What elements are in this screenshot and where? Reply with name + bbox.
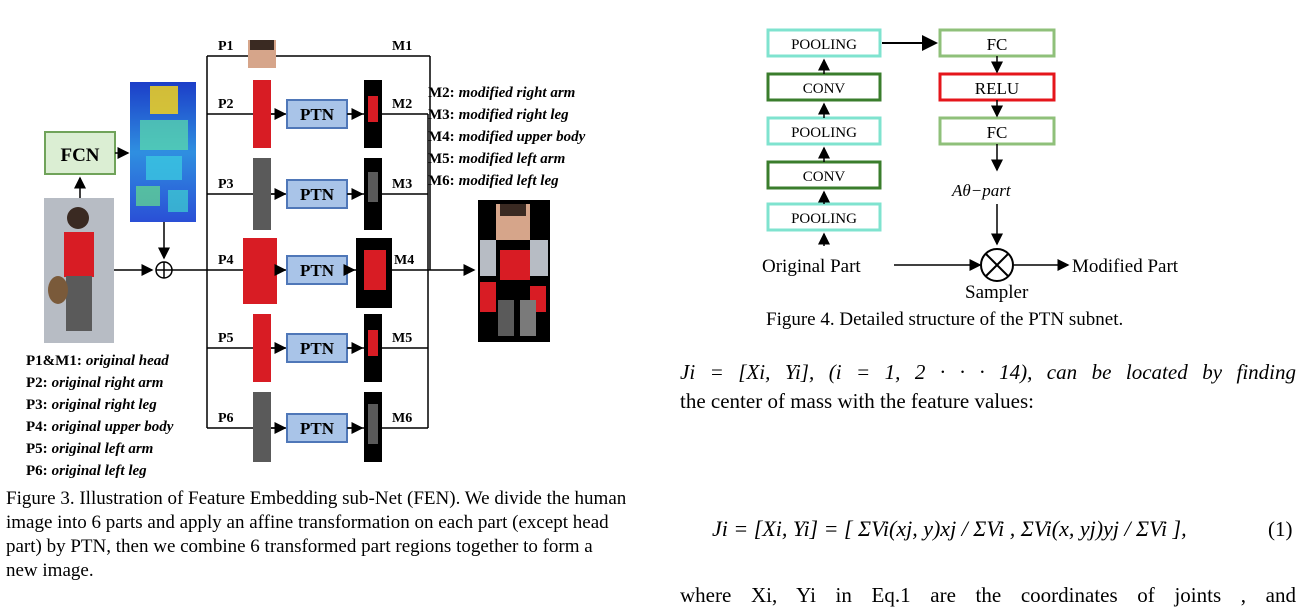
- ptn-label-3: PTN: [300, 185, 335, 204]
- left-stack-4: CONV: [803, 169, 846, 185]
- part-legend-key-2: P2:: [26, 375, 48, 391]
- part-legend-key-5: P5:: [26, 441, 48, 457]
- ptn-label-6: PTN: [300, 419, 335, 438]
- svg-text:P1&M1:original head: P1&M1:original head: [26, 353, 169, 369]
- output-label: Modified Part: [1072, 256, 1179, 277]
- part-legend-text-2: original right arm: [52, 375, 164, 391]
- figure-4-caption: Figure 4. Detailed structure of the PTN …: [766, 309, 1124, 330]
- body-line-2: the center of mass with the feature valu…: [680, 389, 1034, 413]
- body-line-where: where Xi, Yi in Eq.1 are the coordinates…: [680, 583, 1296, 607]
- right-stack-arrows: [894, 56, 1070, 282]
- mod-label-m2: M2: [392, 97, 412, 112]
- mod-label-m1: M1: [392, 39, 412, 54]
- modified-legend: M2:modified right arm M3:modified right …: [428, 85, 586, 189]
- svg-text:P2:original right arm: P2:original right arm: [26, 375, 163, 391]
- left-stack-3: POOLING: [791, 125, 857, 141]
- left-stack: POOLING CONV POOLING CONV POOLING: [766, 28, 882, 232]
- part-legend-text-4: original upper body: [52, 419, 174, 435]
- mod-legend-key-5: M5:: [428, 151, 455, 167]
- svg-text:P4:original upper body: P4:original upper body: [26, 419, 174, 435]
- part-legend-key-6: P6:: [26, 463, 48, 479]
- mod-label-m3: M3: [392, 177, 412, 192]
- right-stack: FC RELU FC: [938, 28, 1056, 146]
- ptn-label-4: PTN: [300, 261, 335, 280]
- mod-label-m5: M5: [392, 331, 412, 346]
- mod-label-m6: M6: [392, 411, 412, 426]
- part-label-p2: P2: [218, 97, 234, 112]
- mod-legend-key-3: M3:: [428, 107, 455, 123]
- heatmap-image: [130, 82, 196, 222]
- left-stack-5: POOLING: [791, 211, 857, 227]
- part-legend-text-1: original head: [86, 353, 169, 369]
- left-stack-arrows: [818, 35, 938, 246]
- mod-legend-text-4: modified upper body: [459, 129, 586, 145]
- sampler-label: Sampler: [965, 282, 1029, 303]
- mod-label-m4: M4: [394, 253, 414, 268]
- fcn-connectors: [74, 55, 431, 428]
- mod-legend-key-2: M2:: [428, 85, 455, 101]
- person-image: [44, 198, 114, 343]
- fcn-label: FCN: [60, 145, 99, 166]
- svg-text:M2:modified right arm: M2:modified right arm: [428, 85, 575, 101]
- part-legend-text-5: original left arm: [52, 441, 154, 457]
- svg-text:P6:original left leg: P6:original left leg: [26, 463, 147, 479]
- mod-legend-key-6: M6:: [428, 173, 455, 189]
- part-legend-text-3: original right leg: [52, 397, 158, 413]
- equation-text: Ji = [Xi, Yi] = [ ΣVi(xj, y)xj / ΣVi , Σ…: [712, 516, 1187, 541]
- ptn-label-5: PTN: [300, 339, 335, 358]
- part-label-p5: P5: [218, 331, 234, 346]
- equation-number: (1): [1268, 517, 1293, 541]
- figure-3-caption: Figure 3. Illustration of Feature Embedd…: [6, 488, 627, 581]
- svg-text:P5:original left arm: P5:original left arm: [26, 441, 153, 457]
- combined-output-image: [478, 200, 550, 342]
- right-stack-3: FC: [987, 123, 1008, 142]
- mod-legend-text-6: modified left leg: [459, 173, 559, 189]
- svg-text:M4:modified upper body: M4:modified upper body: [428, 129, 586, 145]
- part-legend: P1&M1:original head P2:original right ar…: [26, 353, 174, 479]
- left-stack-1: POOLING: [791, 37, 857, 53]
- part-legend-text-6: original left leg: [52, 463, 147, 479]
- mod-legend-key-4: M4:: [428, 129, 455, 145]
- mod-legend-text-3: modified right leg: [459, 107, 569, 123]
- left-stack-2: CONV: [803, 81, 846, 97]
- fcn-block: FCN: [44, 131, 116, 175]
- right-stack-2: RELU: [975, 79, 1019, 98]
- part-label-p6: P6: [218, 411, 234, 426]
- right-stack-1: FC: [987, 35, 1008, 54]
- ptn-label-2: PTN: [300, 105, 335, 124]
- part-legend-key-1: P1&M1:: [26, 353, 82, 369]
- part-label-p1: P1: [218, 39, 234, 54]
- svg-text:M3:modified right leg: M3:modified right leg: [428, 107, 569, 123]
- part-legend-key-4: P4:: [26, 419, 48, 435]
- mod-legend-text-5: modified left arm: [459, 151, 566, 167]
- svg-text:M6:modified left leg: M6:modified left leg: [428, 173, 559, 189]
- equation-1: Ji = [Xi, Yi] = [ ΣVi(xj, y)xj / ΣVi , Σ…: [712, 516, 1293, 541]
- part-legend-key-3: P3:: [26, 397, 48, 413]
- part-label-p3: P3: [218, 177, 234, 192]
- theta-label: Aθ−part: [951, 181, 1012, 200]
- svg-text:M5:modified left arm: M5:modified left arm: [428, 151, 565, 167]
- figure-4-ptn-diagram: POOLING CONV POOLING CONV POOLING FC REL…: [762, 28, 1179, 303]
- mod-legend-text-2: modified right arm: [459, 85, 576, 101]
- part-label-p4: P4: [218, 253, 234, 268]
- input-label: Original Part: [762, 256, 861, 277]
- svg-text:P3:original right leg: P3:original right leg: [26, 397, 157, 413]
- figure-3-fen-diagram: FCN P1 M1: [26, 39, 586, 479]
- body-line-1: Ji = [Xi, Yi], (i = 1, 2 · · · 14), can …: [680, 360, 1296, 384]
- part-rows: P1 M1 P2 PTN M2 P3 PTN M3 P4 PTN: [207, 39, 476, 462]
